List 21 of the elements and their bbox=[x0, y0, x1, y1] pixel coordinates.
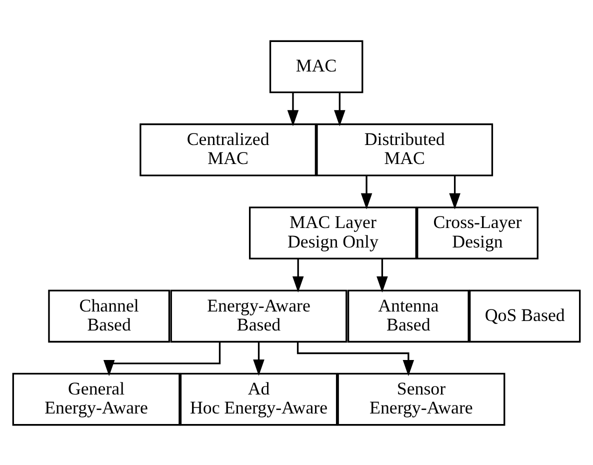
node-box: Ad Hoc Energy-Aware bbox=[180, 372, 338, 426]
arrow bbox=[376, 258, 388, 292]
node-box: Centralized MAC bbox=[140, 122, 317, 176]
node-box: Energy-Aware Based bbox=[170, 289, 348, 342]
node-box: General Energy-Aware bbox=[12, 372, 180, 426]
node-box: QoS Based bbox=[469, 289, 581, 342]
node-box: MAC Layer Design Only bbox=[248, 206, 417, 259]
node-box: Channel Based bbox=[48, 289, 170, 342]
arrow bbox=[449, 175, 460, 209]
node-box: Antenna Based bbox=[347, 289, 470, 342]
arrow bbox=[103, 342, 221, 376]
arrow bbox=[296, 341, 414, 376]
arrow bbox=[360, 175, 372, 209]
arrow bbox=[292, 258, 304, 292]
node-box: Sensor Energy-Aware bbox=[337, 372, 506, 426]
node-box: Distributed MAC bbox=[316, 122, 494, 176]
node-box: MAC bbox=[269, 40, 364, 93]
arrow bbox=[253, 342, 264, 376]
arrow bbox=[334, 92, 346, 126]
node-box: Cross-Layer Design bbox=[416, 206, 538, 259]
arrow bbox=[287, 92, 299, 126]
